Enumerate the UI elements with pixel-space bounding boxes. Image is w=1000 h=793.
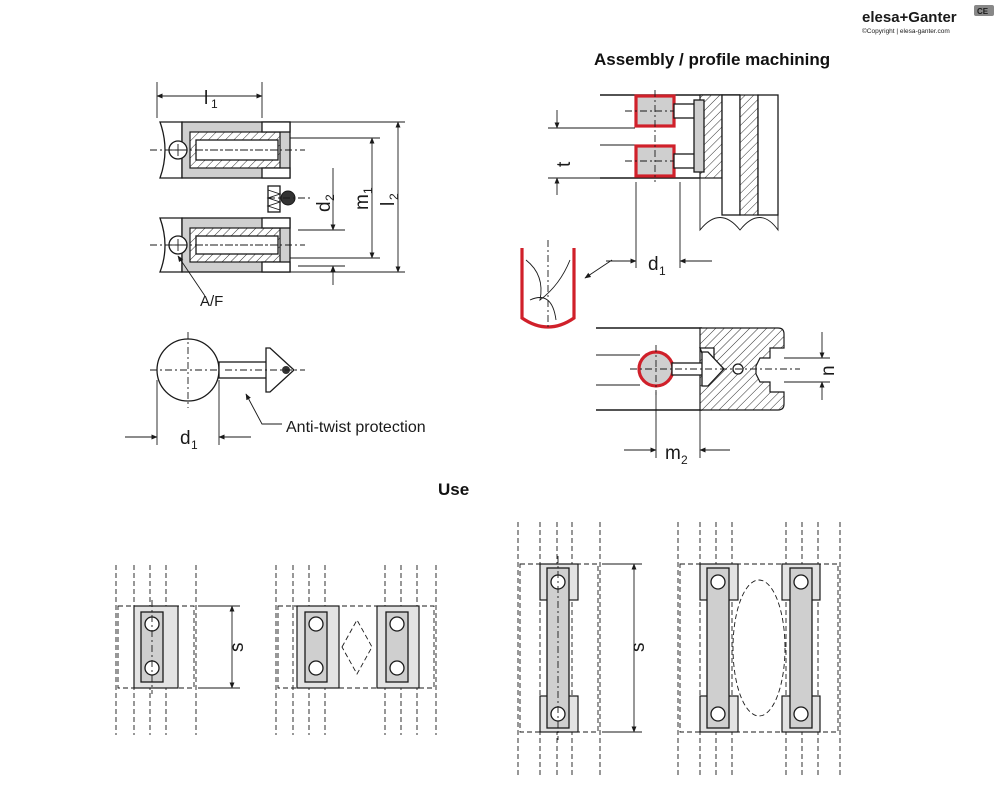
dim-l1: l 1 bbox=[204, 88, 218, 111]
svg-text:2: 2 bbox=[323, 194, 337, 201]
copyright-text: ©Copyright | elesa-ganter.com bbox=[862, 27, 950, 35]
af-label: A/F bbox=[200, 293, 223, 310]
svg-text:d: d bbox=[648, 254, 659, 275]
svg-text:t: t bbox=[554, 161, 575, 167]
connector-side-view bbox=[150, 82, 405, 297]
svg-text:2: 2 bbox=[681, 453, 688, 467]
connector-end-view bbox=[125, 332, 305, 445]
logo-text: elesa+Ganter bbox=[862, 9, 957, 26]
drill-bit bbox=[520, 240, 613, 330]
svg-text:1: 1 bbox=[211, 97, 218, 111]
svg-text:m: m bbox=[352, 194, 373, 210]
svg-text:1: 1 bbox=[361, 187, 375, 194]
use-title: Use bbox=[438, 480, 469, 499]
ce-badge: CE bbox=[977, 7, 989, 16]
dim-t: t bbox=[554, 161, 575, 167]
svg-text:1: 1 bbox=[191, 438, 198, 452]
svg-text:n: n bbox=[818, 365, 839, 376]
svg-text:l: l bbox=[378, 202, 399, 206]
assembly-end-view bbox=[596, 327, 830, 458]
svg-text:1: 1 bbox=[659, 264, 666, 278]
svg-text:s: s bbox=[628, 643, 649, 653]
dim-s-short: s bbox=[227, 643, 248, 653]
use-single-short bbox=[115, 565, 240, 735]
use-double-long bbox=[677, 522, 841, 775]
dim-m2: m 2 bbox=[665, 443, 688, 467]
svg-text:m: m bbox=[665, 443, 681, 464]
svg-text:d: d bbox=[180, 428, 191, 449]
use-single-long bbox=[517, 522, 642, 775]
dim-l2: l 2 bbox=[378, 193, 401, 206]
dim-m1: m 1 bbox=[352, 187, 375, 210]
use-double-short bbox=[275, 565, 437, 735]
dim-s-long: s bbox=[628, 643, 649, 653]
dim-n: n bbox=[818, 365, 839, 376]
dim-d1-right: d 1 bbox=[648, 254, 666, 278]
dim-d2: d 2 bbox=[314, 194, 337, 212]
ce-badge-box bbox=[974, 5, 994, 16]
svg-text:l: l bbox=[204, 88, 208, 109]
brand-logo: elesa+Ganter ©Copyright | elesa-ganter.c… bbox=[862, 5, 994, 35]
anti-twist-label: Anti-twist protection bbox=[286, 419, 426, 436]
dim-d1-left: d 1 bbox=[180, 428, 198, 452]
svg-text:d: d bbox=[314, 201, 335, 212]
svg-text:s: s bbox=[227, 643, 248, 653]
assembly-title: Assembly / profile machining bbox=[594, 50, 830, 69]
assembly-top-view bbox=[548, 90, 779, 268]
svg-text:2: 2 bbox=[387, 193, 401, 200]
